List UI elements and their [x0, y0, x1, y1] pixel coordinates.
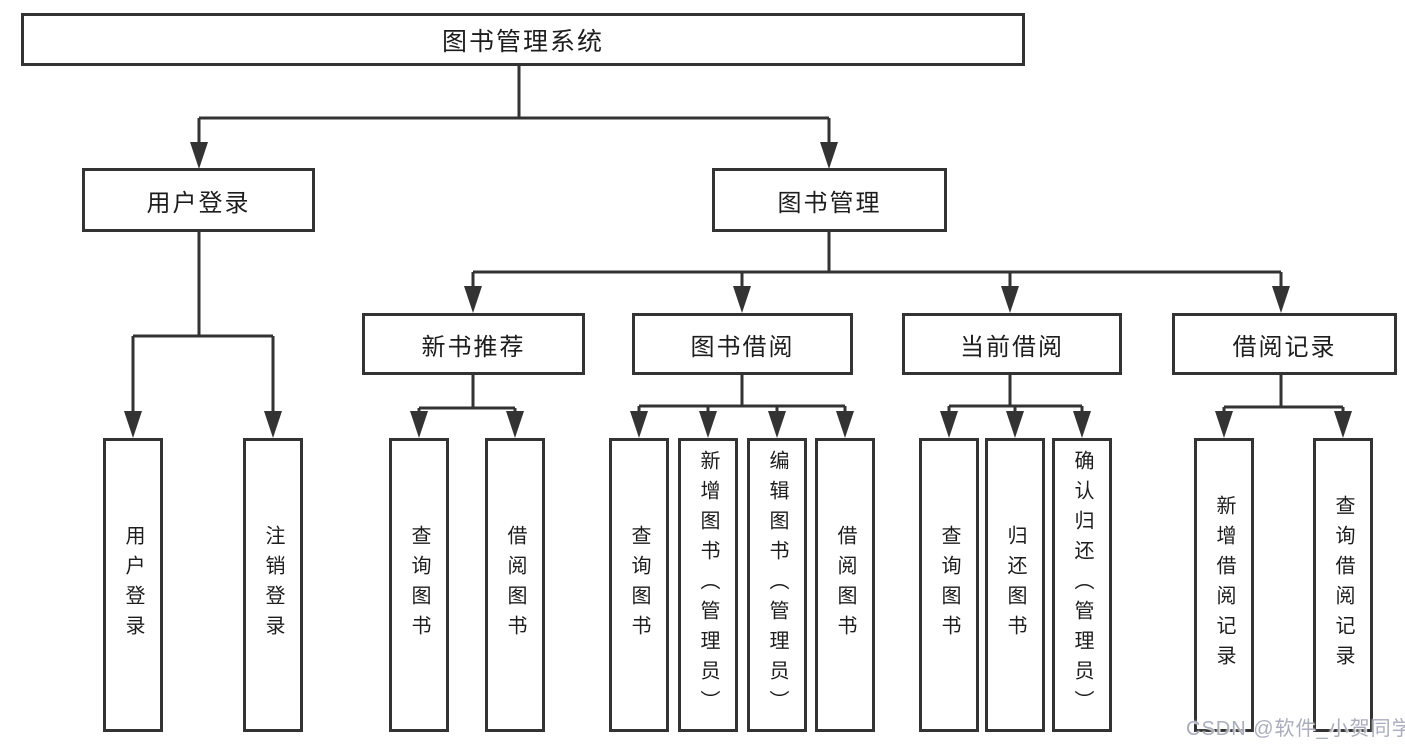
node-new-book-recommendation: 新书推荐 — [362, 313, 585, 375]
node-leaf-query-books-2: 查询图书 — [609, 438, 669, 732]
leaf-label: 借阅图书 — [504, 525, 526, 645]
node-leaf-borrow-books-2: 借阅图书 — [815, 438, 875, 732]
node-leaf-edit-books-admin: 编辑图书（管理员） — [747, 438, 807, 732]
leaf-label: 借阅图书 — [834, 525, 856, 645]
leaf-label: 编辑图书（管理员） — [766, 450, 788, 720]
node-leaf-borrow-books-1: 借阅图书 — [485, 438, 545, 732]
leaf-label: 确认归还（管理员） — [1071, 450, 1093, 720]
leaf-label: 注销登录 — [262, 525, 284, 645]
csdn-watermark: CSDN @软件_小贺同学 — [1186, 718, 1405, 740]
node-leaf-query-books-3: 查询图书 — [919, 438, 979, 732]
node-book-management: 图书管理 — [712, 168, 947, 232]
node-leaf-add-borrow-record: 新增借阅记录 — [1194, 438, 1254, 732]
leaf-label: 归还图书 — [1004, 525, 1026, 645]
node-current-borrowing: 当前借阅 — [902, 313, 1122, 375]
leaf-label: 查询图书 — [628, 525, 650, 645]
leaf-label: 查询图书 — [938, 525, 960, 645]
node-leaf-query-books-1: 查询图书 — [389, 438, 449, 732]
node-library-management-system: 图书管理系统 — [21, 13, 1025, 66]
node-leaf-add-books-admin: 新增图书（管理员） — [678, 438, 738, 732]
node-leaf-return-books: 归还图书 — [985, 438, 1045, 732]
node-borrowing-records: 借阅记录 — [1172, 313, 1397, 375]
node-user-login: 用户登录 — [82, 168, 315, 232]
node-leaf-user-login: 用户登录 — [103, 438, 163, 732]
leaf-label: 查询图书 — [408, 525, 430, 645]
node-leaf-query-borrow-record: 查询借阅记录 — [1313, 438, 1373, 732]
node-leaf-confirm-return-admin: 确认归还（管理员） — [1052, 438, 1112, 732]
node-leaf-logout: 注销登录 — [243, 438, 303, 732]
leaf-label: 新增图书（管理员） — [697, 450, 719, 720]
node-book-borrowing: 图书借阅 — [632, 313, 853, 375]
leaf-label: 新增借阅记录 — [1213, 495, 1235, 675]
leaf-label: 用户登录 — [122, 525, 144, 645]
leaf-label: 查询借阅记录 — [1332, 495, 1354, 675]
